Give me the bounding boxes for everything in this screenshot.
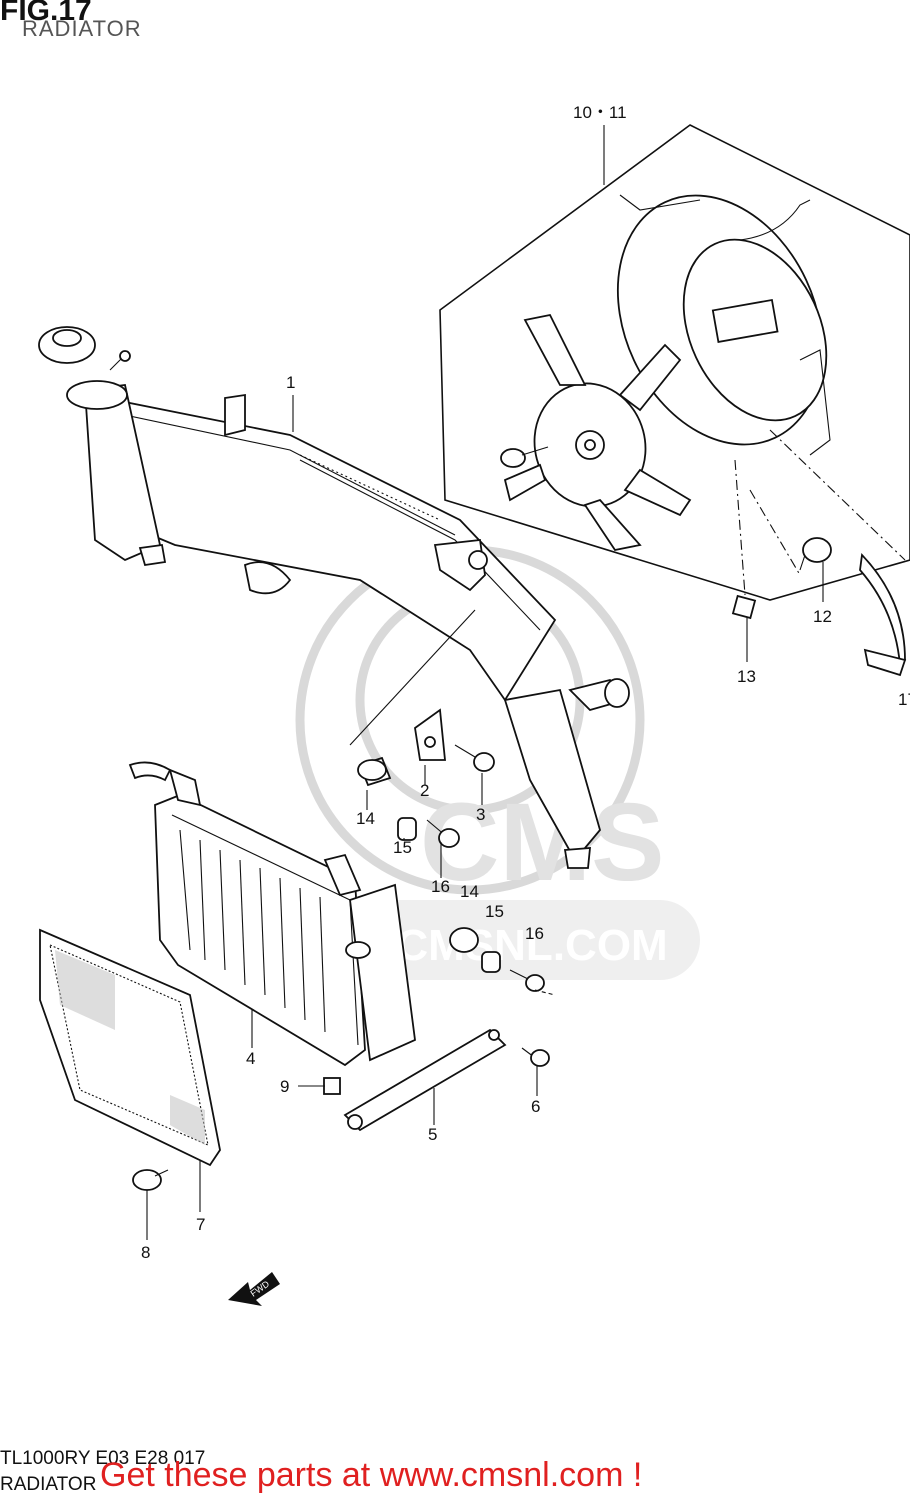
fan-assembly-outline [439, 124, 910, 601]
bolt-part-6 [521, 1047, 550, 1067]
figure-subtitle: RADIATOR [22, 16, 142, 41]
fan-screw [500, 446, 549, 468]
callout-9: 9 [280, 1077, 289, 1096]
leader-lines [349, 429, 906, 996]
lower-radiator [128, 761, 416, 1067]
fan-blades [503, 313, 692, 552]
callout-5: 5 [428, 1125, 437, 1144]
clamp-part-17 [859, 553, 907, 677]
model-group: RADIATOR [0, 1474, 97, 1495]
fan-shroud [616, 194, 831, 456]
collar-15-upper [397, 817, 417, 841]
callout-13: 13 [737, 667, 756, 686]
bolt-16-lower [509, 969, 545, 992]
main-radiator [38, 326, 630, 869]
figure-title: FIG.17 [0, 0, 92, 27]
callout-6: 6 [531, 1097, 540, 1116]
bracket-part-2 [414, 708, 446, 761]
stay-part-5 [343, 1028, 507, 1132]
nut-part-13 [731, 594, 757, 620]
callout-16-lower: 16 [525, 924, 544, 943]
callout-8: 8 [141, 1243, 150, 1262]
bolt-part-12 [799, 537, 832, 571]
callout-4: 4 [246, 1049, 255, 1068]
callout-2: 2 [420, 781, 429, 800]
model-code: TL1000RY E03 E28 017 [0, 1448, 206, 1469]
callout-12: 12 [813, 607, 832, 626]
collar-15-lower [481, 951, 501, 973]
callout-14-upper: 14 [356, 809, 375, 828]
callout-14-lower: 14 [460, 882, 479, 901]
radiator-guard [39, 928, 221, 1167]
nut-part-9 [323, 1077, 341, 1095]
forward-direction-arrow: FWD [228, 1272, 280, 1306]
screw-part-8 [132, 1169, 169, 1191]
callout-1: 1 [286, 373, 295, 392]
callout-15-lower: 15 [485, 902, 504, 921]
callout-3: 3 [476, 805, 485, 824]
bolt-16-upper [426, 819, 460, 848]
callout-leaders [146, 125, 824, 1240]
callout-15-upper: 15 [393, 838, 412, 857]
callout-17: 17 [898, 690, 910, 709]
callout-7: 7 [196, 1215, 205, 1234]
callout-10-11: 10・11 [573, 103, 627, 122]
grommet-14-upper [357, 756, 392, 787]
grommet-14-lower [449, 927, 479, 953]
bolt-part-3 [454, 744, 495, 772]
parts-link-banner[interactable]: Get these parts at www.cmsnl.com ! [100, 1456, 643, 1494]
callout-16-upper: 16 [431, 877, 450, 896]
